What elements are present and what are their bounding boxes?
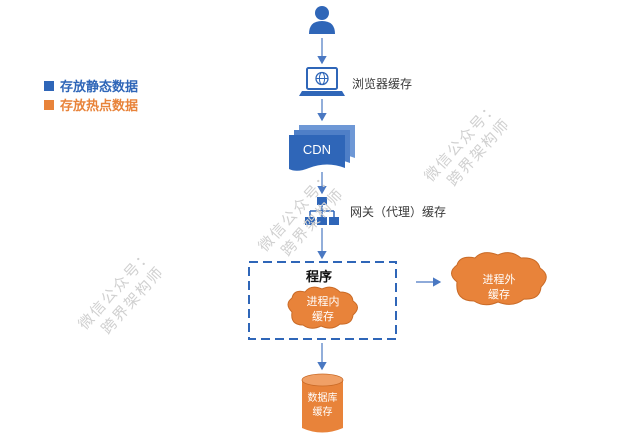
in-process-line2: 缓存 [312, 310, 334, 323]
network-icon [305, 197, 339, 225]
browser-cache-label: 浏览器缓存 [352, 77, 413, 91]
legend-label-static: 存放静态数据 [60, 80, 139, 95]
program-box [248, 261, 397, 340]
cdn-icon [289, 125, 355, 171]
legend-item-static: 存放静态数据 [44, 76, 138, 95]
database-icon [301, 373, 344, 433]
legend-swatch-orange [44, 99, 54, 110]
program-title: 程序 [306, 270, 333, 285]
out-process-cache-label: 进程外 缓存 [470, 272, 528, 302]
in-process-line1: 进程内 [306, 295, 340, 308]
out-process-line1: 进程外 [482, 273, 516, 286]
cdn-label: CDN [302, 142, 332, 157]
database-cache-label: 数据库 缓存 [300, 392, 345, 420]
legend-item-hot: 存放热点数据 [44, 95, 138, 114]
out-process-cloud [451, 252, 547, 306]
database-line1: 数据库 [307, 393, 338, 404]
out-process-line2: 缓存 [488, 288, 510, 301]
laptop-icon [299, 67, 345, 96]
legend-swatch-blue [44, 80, 54, 91]
in-process-cloud [287, 286, 358, 329]
gateway-cache-label: 网关（代理）缓存 [350, 205, 447, 219]
database-line2: 缓存 [312, 407, 333, 418]
legend-label-hot: 存放热点数据 [60, 99, 139, 114]
user-icon [309, 6, 335, 34]
in-process-cache-label: 进程内 缓存 [296, 294, 350, 324]
